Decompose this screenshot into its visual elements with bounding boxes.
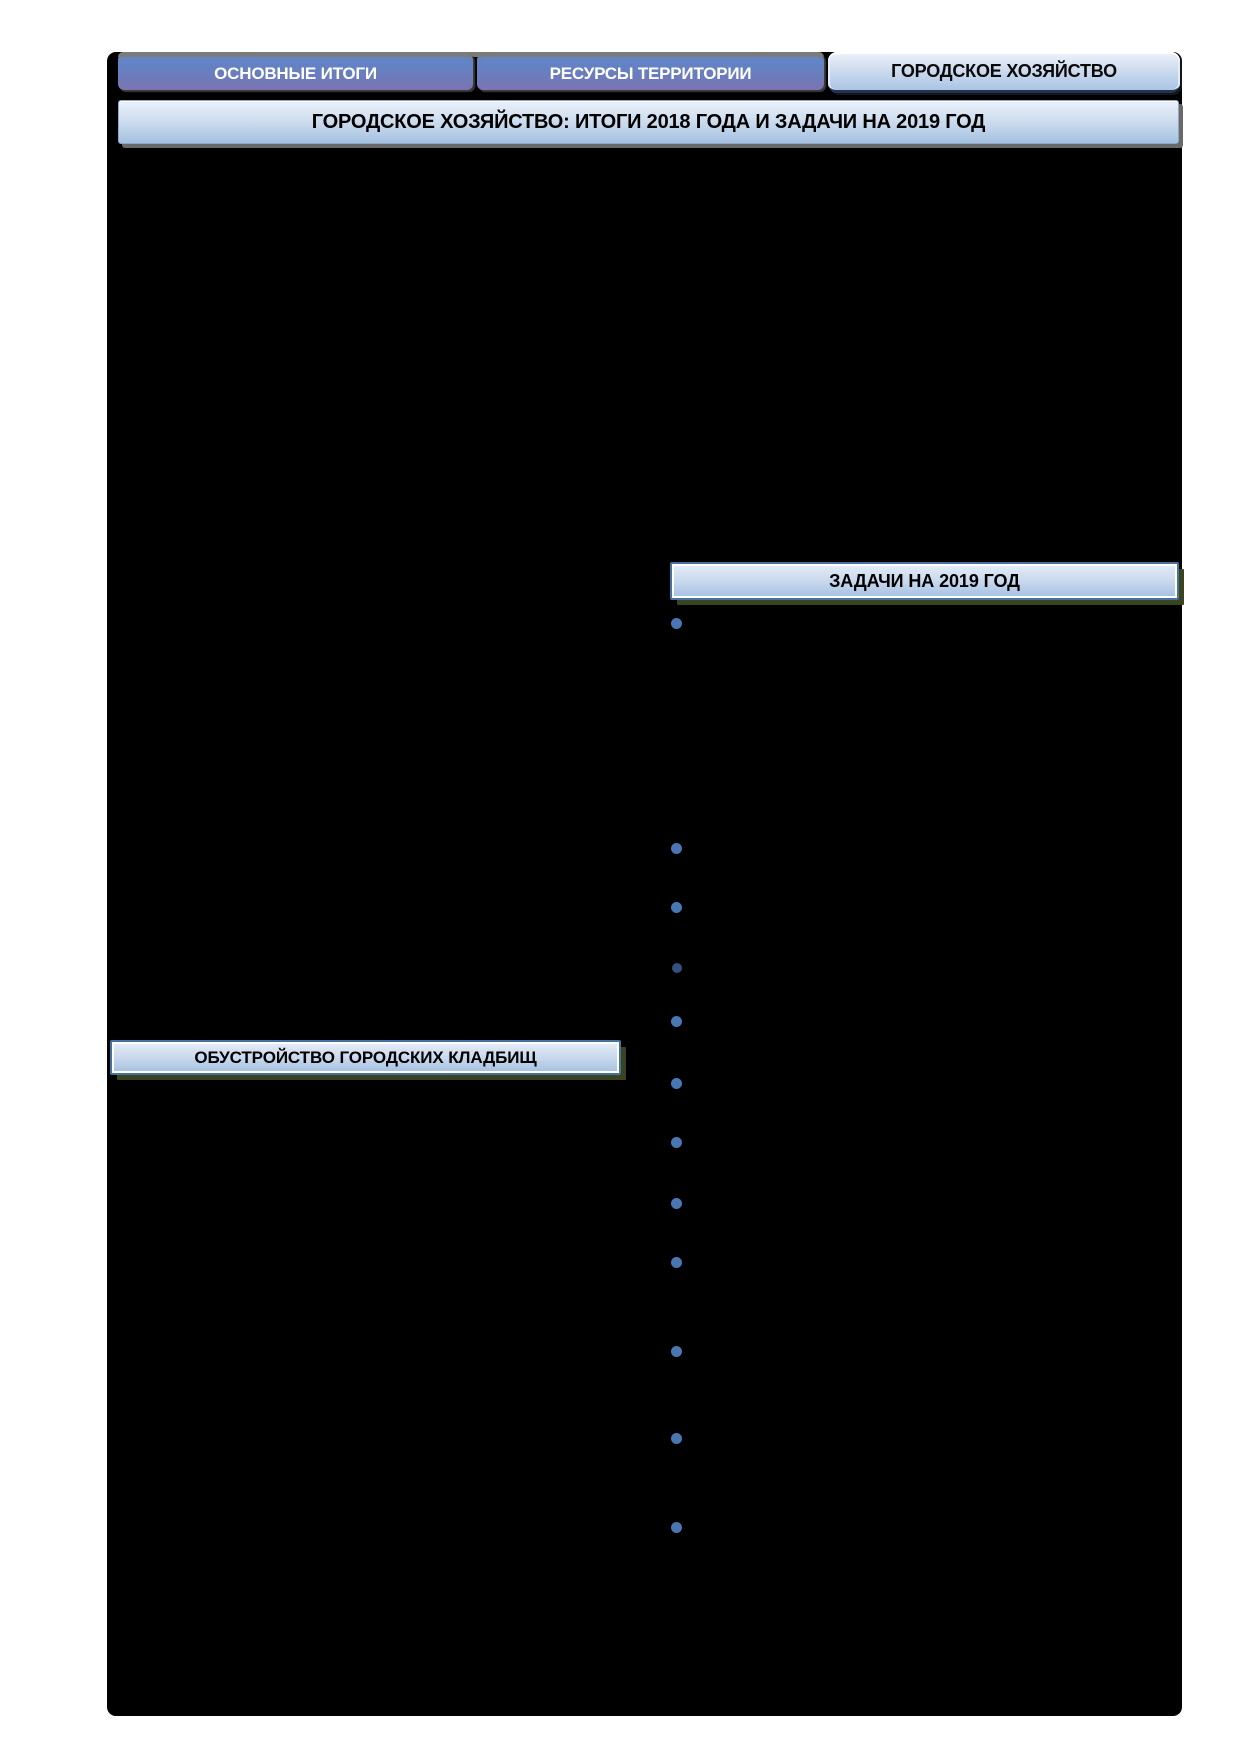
cemetery-improvement-header-text: ОБУСТРОЙСТВО ГОРОДСКИХ КЛАДБИЩ: [194, 1047, 537, 1067]
tab-main-results-label: ОСНОВНЫЕ ИТОГИ: [214, 63, 377, 83]
task-bullet-icon: [671, 1136, 682, 1148]
tab-territory-resources[interactable]: РЕСУРСЫ ТЕРРИТОРИИ: [477, 52, 824, 90]
task-bullet-icon: [671, 1521, 682, 1533]
task-bullet-icon: [671, 1432, 682, 1444]
task-bullet-icon: [671, 842, 682, 854]
tab-city-services[interactable]: ГОРОДСКОЕ ХОЗЯЙСТВО: [828, 52, 1180, 93]
task-bullet-icon: [672, 963, 682, 973]
task-bullet-icon: [671, 1197, 682, 1209]
tasks-2019-header: ЗАДАЧИ НА 2019 ГОД: [670, 562, 1179, 600]
page-title: ГОРОДСКОЕ ХОЗЯЙСТВО: ИТОГИ 2018 ГОДА И З…: [118, 100, 1179, 144]
cemetery-improvement-header: ОБУСТРОЙСТВО ГОРОДСКИХ КЛАДБИЩ: [110, 1040, 621, 1075]
tab-territory-resources-label: РЕСУРСЫ ТЕРРИТОРИИ: [549, 63, 752, 83]
slide-background: [107, 52, 1182, 1716]
task-bullet-icon: [671, 1256, 682, 1268]
task-bullet-icon: [671, 1077, 682, 1089]
tab-main-results[interactable]: ОСНОВНЫЕ ИТОГИ: [118, 52, 473, 90]
task-bullet-icon: [671, 617, 682, 629]
task-bullet-icon: [671, 1015, 682, 1027]
task-bullet-icon: [671, 1345, 682, 1357]
tasks-2019-header-text: ЗАДАЧИ НА 2019 ГОД: [829, 570, 1020, 591]
task-bullet-icon: [671, 901, 682, 913]
page-title-text: ГОРОДСКОЕ ХОЗЯЙСТВО: ИТОГИ 2018 ГОДА И З…: [311, 110, 986, 133]
tab-city-services-label: ГОРОДСКОЕ ХОЗЯЙСТВО: [891, 60, 1117, 81]
